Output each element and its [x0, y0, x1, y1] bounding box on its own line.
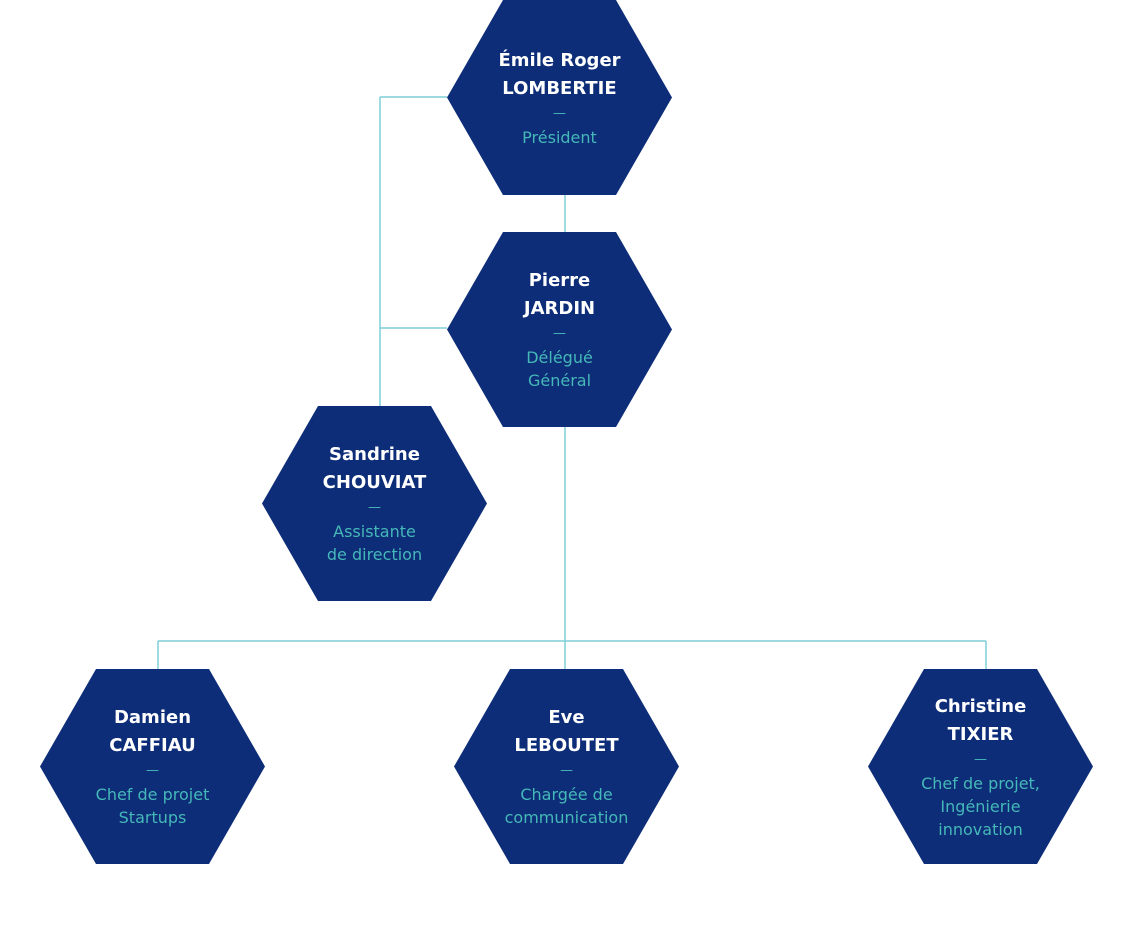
node-role-line: Startups	[118, 808, 187, 827]
node-first-name: Pierre	[528, 270, 591, 291]
hexagon-shape	[868, 669, 1093, 864]
node-role-line: Chargée de	[520, 785, 613, 804]
node-role-line: Délégué	[526, 348, 593, 367]
node-last-name: CAFFIAU	[109, 735, 196, 756]
node-separator: —	[146, 763, 159, 778]
hexagon-shape	[447, 0, 672, 195]
node-chouviat: Sandrine CHOUVIAT — Assistante de direct…	[262, 406, 487, 601]
node-role-line: de direction	[326, 545, 423, 564]
node-role-line: Président	[522, 127, 597, 147]
node-role-line: Général	[527, 371, 592, 390]
node-separator: —	[553, 105, 566, 121]
node-first-name: Christine	[934, 695, 1027, 717]
node-caffiau: Damien CAFFIAU — Chef de projet Startups	[40, 669, 265, 864]
node-last-name: CHOUVIAT	[322, 472, 427, 493]
node-lombertie: Émile Roger LOMBERTIE — Président	[447, 0, 672, 195]
node-jardin: Pierre JARDIN — Délégué Général	[447, 232, 672, 427]
node-leboutet: Eve LEBOUTET — Chargée de communication	[454, 669, 679, 864]
node-first-name: Émile Roger	[498, 49, 621, 71]
node-role-line: communication	[504, 808, 629, 827]
node-last-name: TIXIER	[947, 723, 1014, 745]
node-separator: —	[560, 763, 573, 778]
node-role-line: innovation	[938, 819, 1023, 839]
node-separator: —	[368, 500, 381, 515]
node-first-name: Sandrine	[329, 444, 420, 465]
hexagon-shape	[40, 669, 265, 864]
node-role-line: Assistante	[333, 522, 416, 541]
node-role-line: Ingénierie	[940, 796, 1021, 816]
hexagon-shape	[454, 669, 679, 864]
node-first-name: Damien	[113, 707, 192, 728]
node-separator: —	[553, 326, 566, 341]
node-last-name: LOMBERTIE	[502, 77, 617, 99]
node-last-name: LEBOUTET	[514, 735, 619, 756]
node-last-name: JARDIN	[523, 298, 596, 319]
hexagon-shape	[262, 406, 487, 601]
hexagon-shape	[447, 232, 672, 427]
node-role-line: Chef de projet	[95, 785, 210, 804]
node-tixier: Christine TIXIER — Chef de projet, Ingén…	[868, 669, 1093, 864]
node-role-line: Chef de projet,	[921, 773, 1040, 793]
node-first-name: Eve	[548, 707, 585, 728]
node-separator: —	[974, 751, 987, 767]
